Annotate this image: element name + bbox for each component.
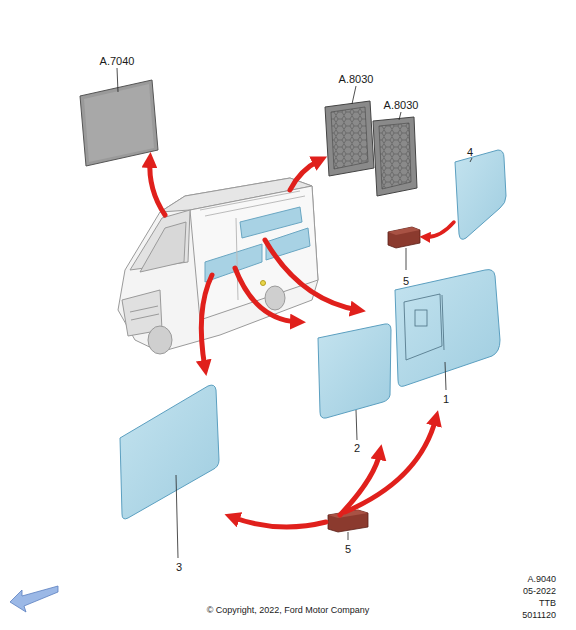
roof-panel: [80, 80, 158, 166]
part-code: A.8030: [339, 73, 374, 85]
figure-date: 05-2022: [523, 587, 556, 597]
figure-code: A.9040: [527, 575, 556, 585]
side-glass: [120, 385, 219, 519]
callout-number: 4: [467, 146, 473, 158]
callout-number: 5: [345, 543, 351, 555]
adhesive-block: [388, 227, 420, 248]
copyright-note: © Copyright, 2022, Ford Motor Company: [207, 606, 370, 616]
sliding-glass: [395, 270, 500, 387]
callout-number: 3: [176, 561, 182, 573]
part-code: A.8030: [384, 99, 419, 111]
figure-code: 5011120: [522, 611, 556, 621]
pointer-arrows: [150, 160, 454, 527]
mesh-panel: [325, 101, 417, 196]
callout-number: 1: [443, 393, 449, 405]
side-glass: [318, 324, 391, 418]
side-glass: [455, 150, 506, 239]
figure-code: TTB: [539, 599, 556, 609]
callout-number: 5: [403, 275, 409, 287]
van-illustration: [118, 178, 318, 354]
part-code: A.7040: [100, 55, 135, 67]
nav-arrow: [10, 586, 58, 612]
callout-number: 2: [354, 442, 360, 454]
